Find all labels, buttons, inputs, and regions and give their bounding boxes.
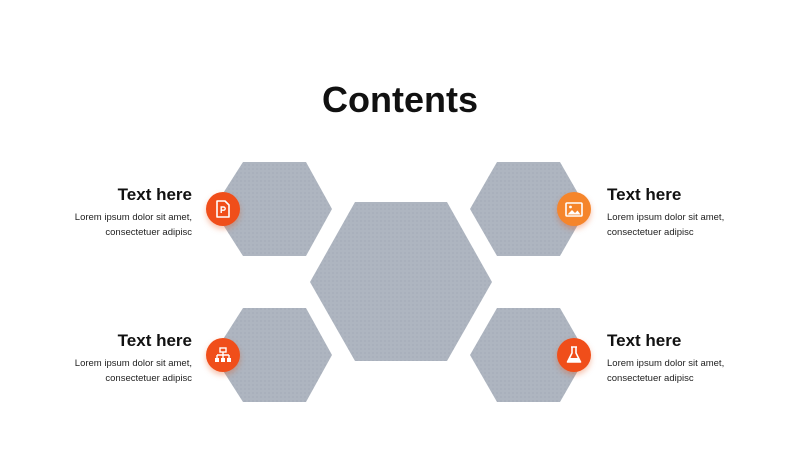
hexagon-bottom-right	[470, 308, 587, 402]
item-heading: Text here	[117, 185, 192, 204]
item-text-line: consectetuer adipisc	[607, 373, 694, 384]
item-heading: Text here	[117, 331, 192, 350]
document-icon	[206, 192, 240, 226]
slide-title: Contents	[322, 79, 478, 120]
hexagon-top-left	[213, 162, 332, 256]
image-icon	[557, 192, 591, 226]
content-item-bottom-left: Text here Lorem ipsum dolor sit amet, co…	[32, 330, 192, 386]
content-item-top-left: Text here Lorem ipsum dolor sit amet, co…	[32, 184, 192, 240]
item-text-line: Lorem ipsum dolor sit amet,	[607, 212, 725, 223]
flask-icon	[557, 338, 591, 372]
item-heading: Text here	[607, 331, 682, 350]
item-text-line: Lorem ipsum dolor sit amet,	[607, 358, 725, 369]
item-text-line: consectetuer adipisc	[607, 227, 694, 238]
item-text-line: consectetuer adipisc	[105, 227, 192, 238]
hexagon-top-right	[470, 162, 587, 256]
item-text-line: Lorem ipsum dolor sit amet,	[74, 358, 192, 369]
content-item-top-right: Text here Lorem ipsum dolor sit amet, co…	[607, 184, 767, 240]
hexagon-bottom-left	[213, 308, 332, 402]
hierarchy-icon	[206, 338, 240, 372]
item-heading: Text here	[607, 185, 682, 204]
item-text-line: consectetuer adipisc	[105, 373, 192, 384]
content-item-bottom-right: Text here Lorem ipsum dolor sit amet, co…	[607, 330, 767, 386]
item-text-line: Lorem ipsum dolor sit amet,	[74, 212, 192, 223]
hexagon-center	[310, 202, 492, 361]
